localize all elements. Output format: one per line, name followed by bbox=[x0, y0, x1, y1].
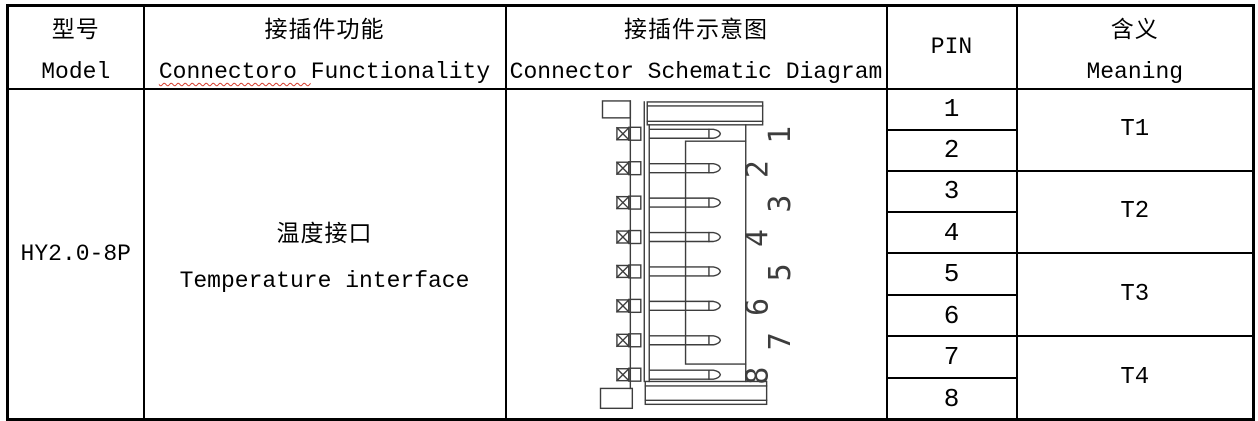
header-function: 接插件功能 Connectoro Functionality bbox=[142, 4, 507, 90]
schematic-pin-number: 7 bbox=[763, 332, 798, 350]
table-row: 2 bbox=[8, 128, 1254, 172]
top-tab bbox=[601, 99, 631, 119]
meaning-value: T3 bbox=[1120, 281, 1150, 309]
meaning-cell: T2 bbox=[1015, 169, 1255, 255]
meaning-cell: T3 bbox=[1015, 252, 1255, 338]
schematic-pin: 4 bbox=[615, 229, 775, 247]
schematic-pin: 6 bbox=[615, 297, 775, 315]
schematic-pin-number: 8 bbox=[740, 366, 775, 384]
table-row: 4 bbox=[8, 211, 1254, 255]
pin-number: 7 bbox=[943, 342, 960, 373]
schematic-pins: 1 2 3 4 5 6 7 8 bbox=[615, 125, 798, 384]
pin-number: 5 bbox=[943, 259, 960, 290]
pin-number-cell: 8 bbox=[885, 377, 1018, 421]
schematic-pin: 1 bbox=[615, 125, 798, 143]
inner-wall bbox=[684, 140, 746, 365]
meaning-value: T2 bbox=[1120, 198, 1150, 226]
pin-number-cell: 3 bbox=[885, 169, 1018, 214]
header-model-en: Model bbox=[41, 58, 111, 85]
header-meaning: 含义 Meaning bbox=[1015, 4, 1255, 90]
meaning-cell: T1 bbox=[1015, 87, 1255, 172]
pin-number-cell: 1 bbox=[885, 87, 1018, 131]
schematic-pin-number: 2 bbox=[740, 160, 775, 178]
top-flange bbox=[646, 100, 763, 126]
header-model: 型号 Model bbox=[6, 4, 145, 90]
header-meaning-en: Meaning bbox=[1086, 58, 1184, 85]
pin-number-cell: 4 bbox=[885, 211, 1018, 255]
pin-number-cell: 6 bbox=[885, 294, 1018, 338]
pin-number-cell: 2 bbox=[885, 128, 1018, 172]
model-cell: HY2.0-8P bbox=[6, 87, 145, 421]
pin-number: 1 bbox=[943, 94, 960, 124]
header-function-zh: 接插件功能 bbox=[264, 16, 385, 43]
schematic-pin: 7 bbox=[615, 332, 798, 350]
schematic-pin: 5 bbox=[615, 263, 798, 281]
function-zh: 温度接口 bbox=[276, 220, 373, 247]
schematic-pin-number: 1 bbox=[763, 125, 798, 143]
table-row: HY2.0-8P 温度接口 Temperature interface bbox=[6, 87, 1255, 421]
header-model-zh: 型号 bbox=[51, 16, 100, 43]
table-row: 3 T2 bbox=[8, 169, 1255, 255]
connector-schematic-diagram: 1 2 3 4 5 6 7 8 bbox=[599, 99, 798, 409]
bottom-flange bbox=[644, 380, 767, 405]
pin-number: 3 bbox=[943, 176, 960, 207]
function-cell: 温度接口 Temperature interface bbox=[142, 87, 507, 421]
bottom-tab bbox=[599, 387, 633, 409]
header-pin: PIN bbox=[885, 4, 1018, 90]
meaning-cell: T4 bbox=[1015, 335, 1255, 421]
header-schematic-en: Connector Schematic Diagram bbox=[509, 58, 883, 85]
pin-number-cell: 7 bbox=[885, 335, 1018, 380]
table-row: 7 T4 bbox=[8, 335, 1255, 421]
schematic-pin-number: 4 bbox=[740, 229, 775, 247]
meaning-value: T1 bbox=[1120, 116, 1150, 143]
schematic-pin: 3 bbox=[615, 194, 798, 212]
schematic-pin-number: 3 bbox=[763, 194, 798, 212]
pin-number: 8 bbox=[943, 383, 960, 414]
model-value: HY2.0-8P bbox=[20, 240, 131, 267]
connector-housing bbox=[599, 99, 767, 409]
pin-number: 6 bbox=[943, 300, 960, 331]
header-function-en-rest: Functionality bbox=[310, 58, 491, 85]
function-en: Temperature interface bbox=[179, 267, 470, 294]
table-row: 5 T3 bbox=[8, 252, 1255, 338]
misspelled-word: Connectoro bbox=[158, 58, 311, 85]
schematic-pin: 8 bbox=[615, 366, 775, 384]
header-function-en: Connectoro Functionality bbox=[159, 59, 490, 85]
meaning-value: T4 bbox=[1120, 364, 1150, 392]
schematic-pin-number: 6 bbox=[740, 297, 775, 315]
header-schematic-zh: 接插件示意图 bbox=[624, 16, 768, 43]
pin-number: 2 bbox=[943, 135, 960, 165]
connector-pinout-table: 型号 Model 接插件功能 Connectoro Functionality … bbox=[6, 4, 1255, 421]
pin-number-cell: 5 bbox=[885, 252, 1018, 297]
pin-number: 4 bbox=[943, 217, 960, 248]
header-row: 型号 Model 接插件功能 Connectoro Functionality … bbox=[6, 4, 1255, 90]
header-schematic: 接插件示意图 Connector Schematic Diagram bbox=[504, 4, 888, 90]
table-row: 6 bbox=[8, 294, 1254, 338]
header-pin-label: PIN bbox=[930, 34, 973, 61]
schematic-pin: 2 bbox=[615, 160, 775, 178]
schematic-cell: 1 2 3 4 5 6 7 8 bbox=[504, 87, 888, 421]
schematic-pin-number: 5 bbox=[763, 263, 798, 281]
table-row: 8 bbox=[8, 377, 1254, 421]
header-meaning-zh: 含义 bbox=[1110, 16, 1159, 43]
